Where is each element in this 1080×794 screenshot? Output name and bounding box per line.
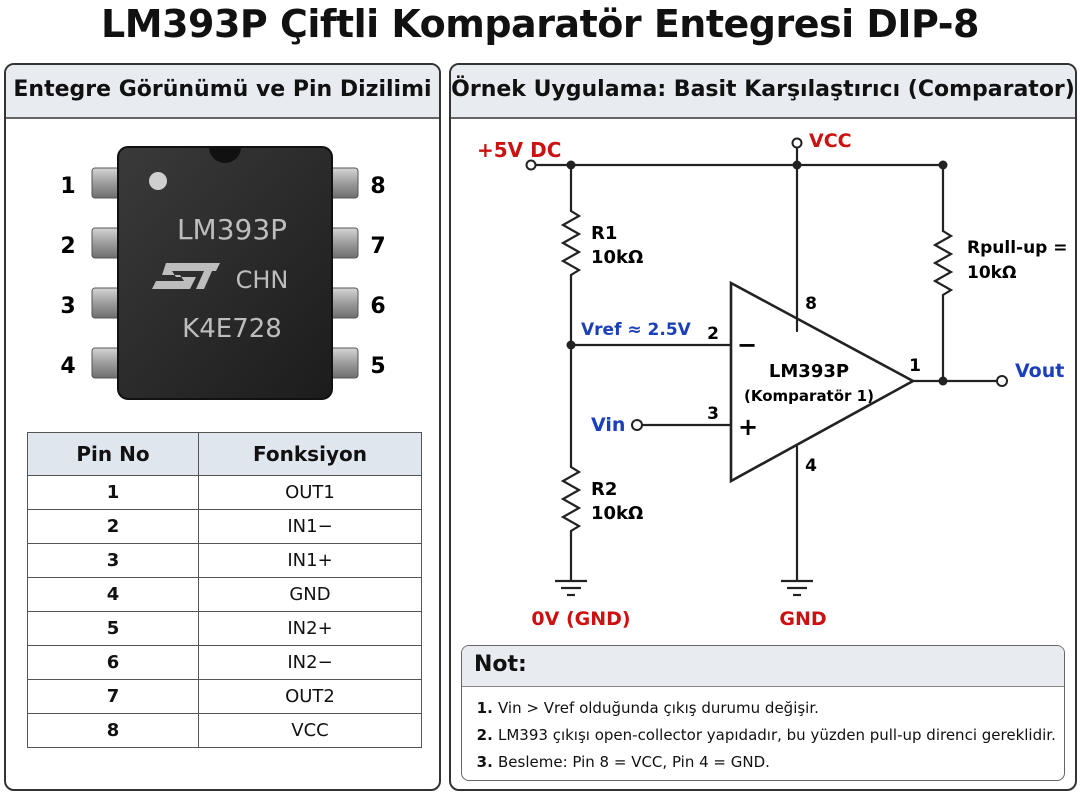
pin-gnd-number: 4: [805, 456, 817, 476]
application-panel: Örnek Uygulama: Basit Karşılaştırıcı (Co…: [449, 63, 1077, 791]
note-title: Not:: [474, 652, 527, 677]
note-header: Not:: [462, 646, 1064, 687]
ground-left-icon: [555, 579, 587, 597]
pin-label-1: 1: [60, 174, 75, 199]
r2-name: R2: [591, 479, 617, 500]
chip-marking-part: LM393P: [177, 213, 287, 246]
rpull-name: Rpull-up =: [967, 238, 1068, 258]
note-item: Vin > Vref olduğunda çıkış durumu değişi…: [498, 695, 1064, 722]
opamp-subtitle: (Komparatör 1): [744, 387, 874, 405]
pin-label-8: 8: [370, 174, 385, 199]
vin-label: Vin: [591, 414, 625, 436]
pin-vcc-number: 8: [805, 294, 817, 314]
vout-label: Vout: [1015, 360, 1064, 382]
application-panel-header: Örnek Uygulama: Basit Karşılaştırıcı (Co…: [451, 65, 1075, 119]
vcc-label: VCC: [809, 130, 852, 152]
pin1-dot-icon: [149, 172, 167, 190]
pin-label-7: 7: [370, 234, 385, 259]
r2-value: 10kΩ: [591, 503, 643, 524]
vout-terminal-icon: [996, 375, 1008, 387]
plus-sign: +: [738, 413, 758, 441]
page-title: LM393P Çiftli Komparatör Entegresi DIP-8: [101, 2, 979, 46]
application-panel-title: Örnek Uygulama: Basit Karşılaştırıcı (Co…: [451, 77, 1075, 102]
cell-function: IN1−: [198, 509, 422, 544]
r2-resistor-icon: [560, 465, 582, 533]
cell-pin: 1: [27, 475, 199, 510]
cell-function: IN2−: [198, 645, 422, 680]
pin-plus-number: 3: [707, 404, 719, 424]
chip-notch: [209, 147, 241, 163]
minus-sign: −: [737, 331, 757, 359]
note-item: Besleme: Pin 8 = VCC, Pin 4 = GND.: [498, 749, 1064, 776]
r1-value: 10kΩ: [591, 247, 643, 268]
cell-pin: 7: [27, 679, 199, 714]
col-header-pin-no: Pin No: [27, 432, 199, 476]
note-item: LM393 çıkışı open-collector yapıdadır, b…: [498, 722, 1064, 749]
cell-pin: 6: [27, 645, 199, 680]
chip-illustration: LM393P CHN K4E728 1 2 3 4 8 7 6 5: [60, 146, 386, 400]
note-list: Vin > Vref olduğunda çıkış durumu değişi…: [462, 695, 1064, 776]
cell-function: IN1+: [198, 543, 422, 578]
gnd-right-label: GND: [779, 608, 826, 630]
vin-terminal-icon: [631, 419, 643, 431]
vcc-terminal-icon: [791, 137, 803, 149]
pin-out-number: 1: [909, 356, 921, 376]
supply-terminal-icon: [525, 159, 537, 171]
junction-dots: [566, 160, 948, 386]
pinout-panel-title: Entegre Görünümü ve Pin Dizilimi: [13, 77, 432, 102]
supply-label: +5V DC: [477, 138, 561, 162]
cell-pin: 5: [27, 611, 199, 646]
chip-marking-lot: K4E728: [182, 314, 282, 344]
opamp-name: LM393P: [769, 361, 849, 382]
cell-function: OUT2: [198, 679, 422, 714]
table-header-row: Pin No Fonksiyon: [27, 432, 422, 476]
cell-pin: 4: [27, 577, 199, 612]
cell-pin: 2: [27, 509, 199, 544]
pin-label-4: 4: [60, 354, 75, 379]
pinout-panel: Entegre Görünümü ve Pin Dizilimi: [4, 63, 441, 791]
pin-minus-number: 2: [707, 324, 719, 344]
note-box: Not: Vin > Vref olduğunda çıkış durumu d…: [461, 645, 1065, 781]
vref-label: Vref ≈ 2.5V: [581, 320, 692, 340]
chip-marking-origin: CHN: [236, 266, 289, 294]
cell-function: OUT1: [198, 475, 422, 510]
comparator-triangle-icon: [729, 280, 916, 484]
cell-pin: 8: [27, 713, 199, 748]
col-header-function: Fonksiyon: [198, 432, 422, 476]
gnd-left-label: 0V (GND): [531, 608, 630, 630]
rpull-resistor-icon: [932, 229, 954, 297]
cell-function: VCC: [198, 713, 422, 748]
pin-label-6: 6: [370, 294, 385, 319]
ground-right-icon: [781, 579, 813, 597]
cell-function: GND: [198, 577, 422, 612]
comparator-schematic: +5V DC VCC R1 10kΩ R2 10kΩ Rpull-up = 10…: [477, 130, 1068, 630]
pinout-panel-header: Entegre Görünümü ve Pin Dizilimi: [6, 65, 439, 119]
st-logo-icon: [152, 263, 220, 289]
rpull-value: 10kΩ: [967, 263, 1016, 283]
pin-label-5: 5: [370, 354, 385, 379]
r1-name: R1: [591, 223, 617, 244]
pin-label-3: 3: [60, 294, 75, 319]
cell-pin: 3: [27, 543, 199, 578]
r1-resistor-icon: [560, 209, 582, 277]
pin-label-2: 2: [60, 234, 75, 259]
cell-function: IN2+: [198, 611, 422, 646]
